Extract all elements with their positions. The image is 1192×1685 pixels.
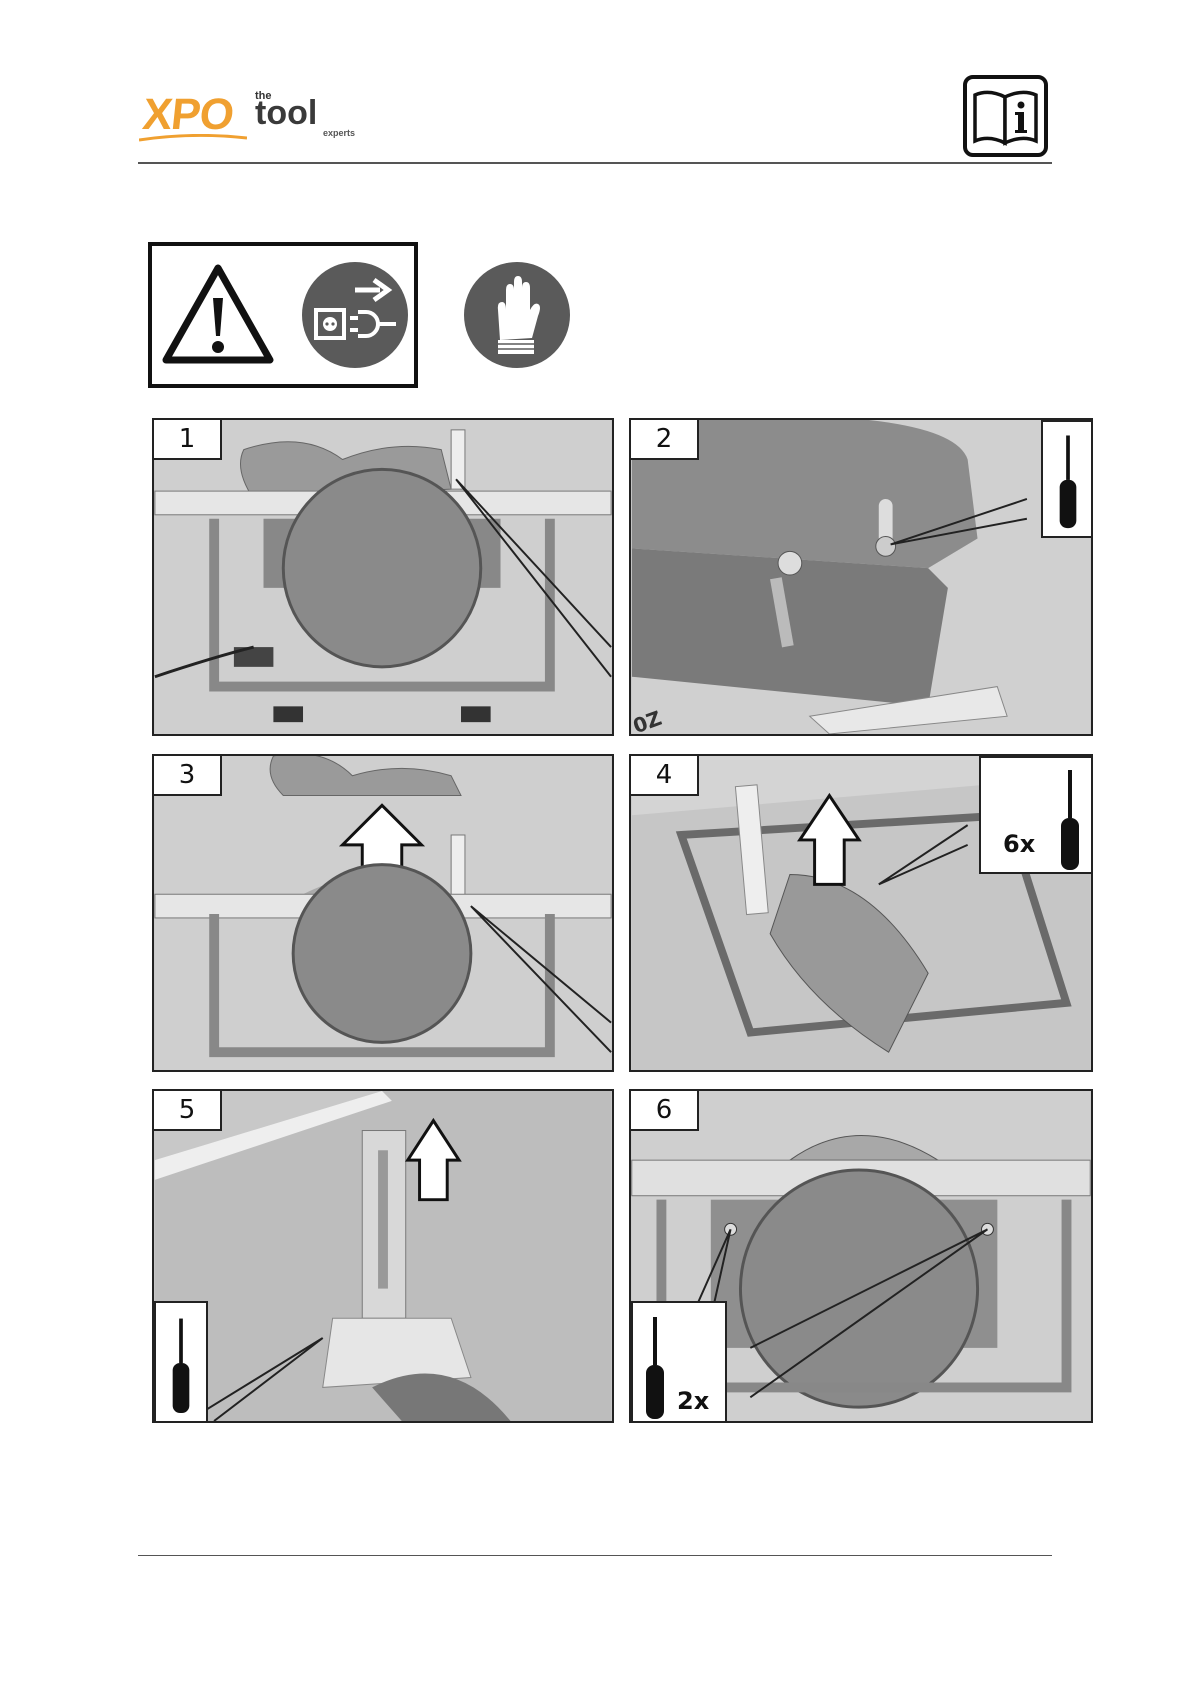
- step-number: 1: [154, 420, 222, 460]
- wear-gloves-icon: [462, 260, 572, 370]
- saw-front-view-illustration: [154, 420, 612, 734]
- logo-tool-text: tool: [255, 94, 317, 133]
- riving-knife-detail-illustration: [631, 420, 1091, 734]
- read-manual-info-icon: [963, 75, 1048, 157]
- step-3-panel: 3: [152, 754, 614, 1072]
- brand-logo: XPO the tool experts: [143, 88, 343, 148]
- header-divider: [138, 162, 1052, 164]
- logo-swoosh: [139, 134, 247, 142]
- screwdriver-icon: [156, 1303, 206, 1423]
- screwdriver-icon: [1045, 758, 1093, 876]
- remove-blade-guard-illustration: [154, 756, 612, 1070]
- step-4-panel: 4 6x: [629, 754, 1093, 1072]
- step-5-panel: 5: [152, 1089, 614, 1423]
- repeat-count: 2x: [677, 1387, 709, 1415]
- repeat-count: 6x: [1003, 830, 1035, 858]
- step-number: 3: [154, 756, 222, 796]
- step-number: 6: [631, 1091, 699, 1131]
- footer-divider: [138, 1555, 1052, 1556]
- screwdriver-2x-callout: 2x: [631, 1301, 727, 1423]
- logo-xpo-text: XPO: [140, 90, 235, 140]
- remove-riving-knife-illustration: [154, 1091, 612, 1421]
- screwdriver-callout: [1041, 420, 1093, 538]
- logo-experts-text: experts: [323, 128, 355, 138]
- step-1-panel: 1: [152, 418, 614, 736]
- step-number: 5: [154, 1091, 222, 1131]
- screwdriver-icon: [633, 1303, 677, 1423]
- disconnect-plug-icon: [300, 260, 410, 370]
- step-number: 4: [631, 756, 699, 796]
- screwdriver-callout: [154, 1301, 208, 1423]
- screwdriver-icon: [1043, 422, 1093, 536]
- step-2-panel: 2 0Z: [629, 418, 1093, 736]
- screwdriver-6x-callout: 6x: [979, 756, 1093, 874]
- warning-triangle-icon: [160, 262, 276, 366]
- step-number: 2: [631, 420, 699, 460]
- step-6-panel: 6 2x: [629, 1089, 1093, 1423]
